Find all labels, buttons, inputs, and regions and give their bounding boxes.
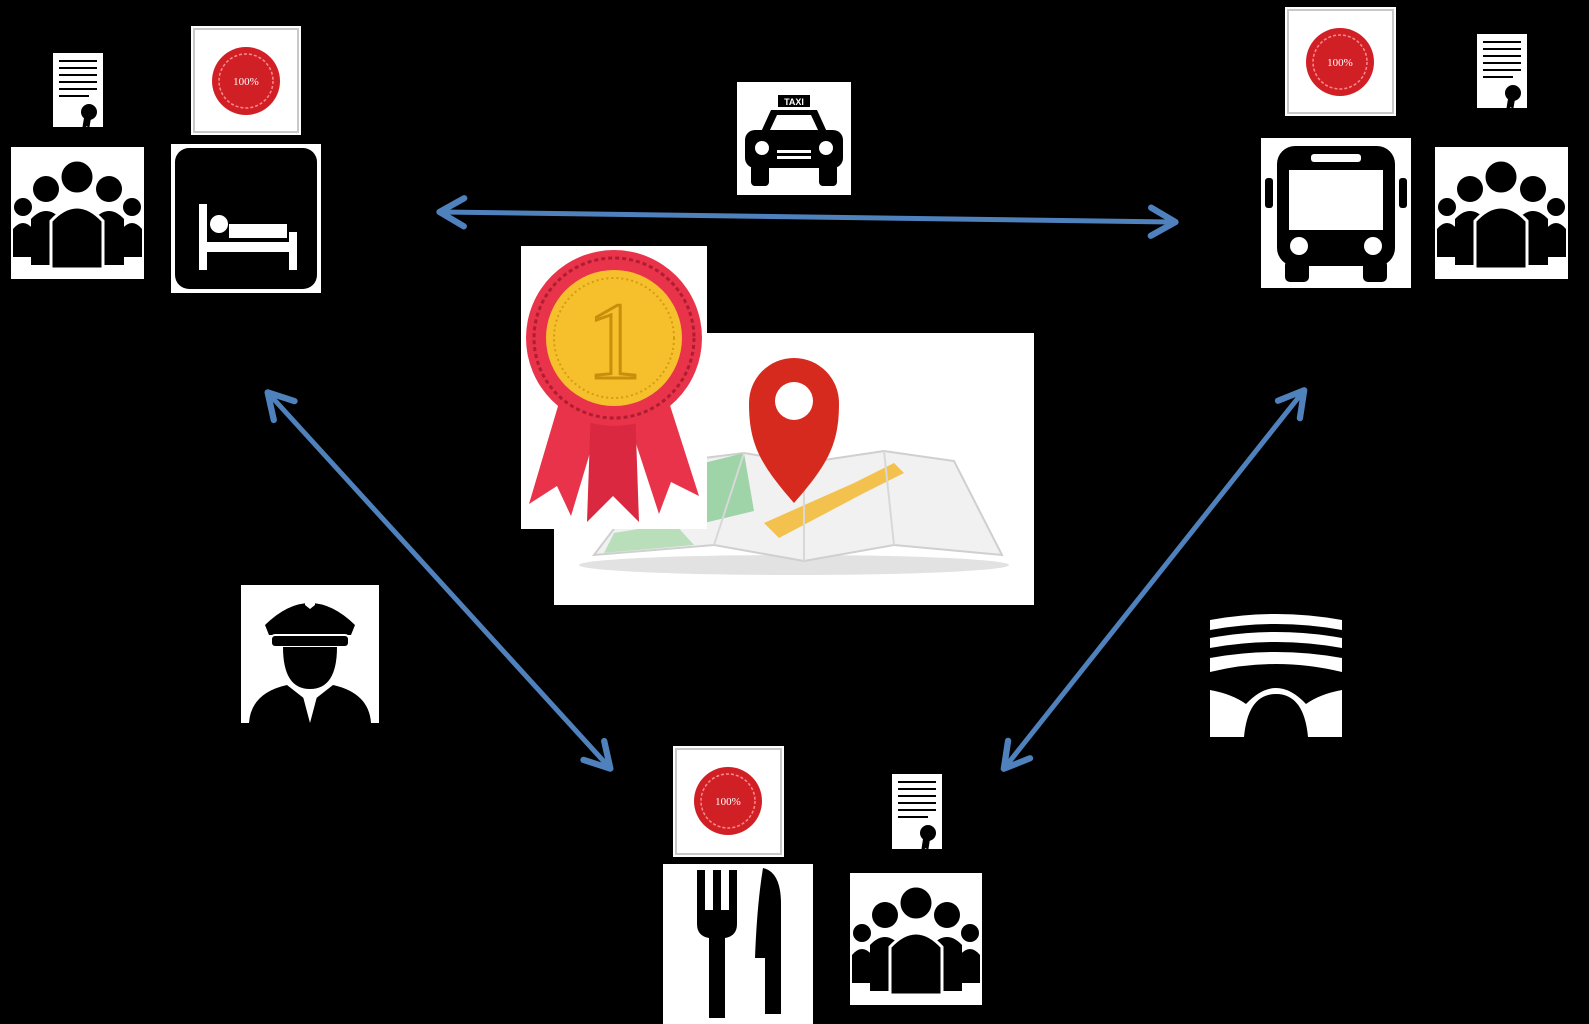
- arrow-transport-food: [1000, 387, 1308, 772]
- people-group-icon: [850, 873, 982, 1005]
- police-officer-icon: [241, 585, 379, 723]
- bus-icon: [1261, 138, 1411, 288]
- quality-seal-icon: 100%: [191, 26, 301, 135]
- medal-number-label: 1: [587, 280, 642, 402]
- fork-knife-icon: [663, 864, 813, 1024]
- seal-label: 100%: [1327, 57, 1353, 69]
- certificate-icon: [49, 50, 107, 132]
- seal-label: 100%: [715, 796, 741, 808]
- arrow-accommodation-transport: [436, 195, 1179, 239]
- seal-label: 100%: [233, 76, 259, 88]
- thief-icon: [1210, 612, 1342, 737]
- certificate-icon: [1473, 31, 1531, 113]
- certificate-icon: [888, 771, 946, 854]
- first-place-medal-icon: 1: [521, 246, 707, 529]
- taxi-sign-label: TAXI: [784, 97, 804, 107]
- quality-seal-icon: 100%: [1285, 7, 1396, 116]
- hotel-bed-icon: [171, 144, 321, 293]
- taxi-icon: TAXI: [737, 82, 851, 195]
- arrow-accommodation-food: [264, 389, 614, 772]
- people-group-icon: [11, 147, 144, 279]
- quality-seal-icon: 100%: [673, 746, 784, 857]
- people-group-icon: [1435, 147, 1568, 279]
